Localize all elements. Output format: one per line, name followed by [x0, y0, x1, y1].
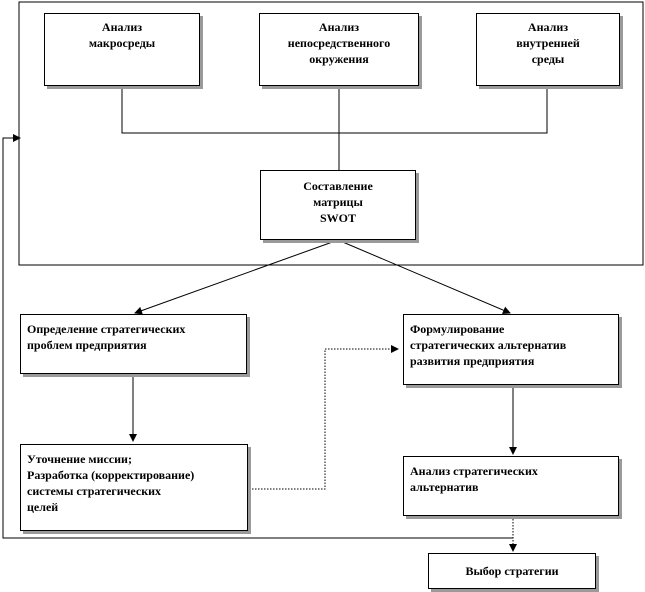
strategic-problems-label: Определение стратегических проблем предп… — [27, 322, 186, 352]
alternatives-analysis-label: Анализ стратегических альтернатив — [410, 464, 538, 494]
immediate-environment-analysis-box: Анализ непосредственного окружения — [259, 13, 419, 86]
macro-environment-analysis-label: Анализ макросреды — [88, 20, 156, 50]
swot-to-alternatives-arrow — [337, 239, 511, 314]
internal-environment-analysis-label: Анализ внутренней среды — [516, 20, 580, 66]
mission-to-alternatives-arrow — [249, 345, 399, 490]
strategic-alternatives-box: Формулирование стратегических альтернати… — [403, 314, 619, 385]
strategic-alternatives-label: Формулирование стратегических альтернати… — [410, 322, 567, 368]
macro-environment-analysis-box: Анализ макросреды — [44, 13, 200, 86]
strategic-problems-box: Определение стратегических проблем предп… — [20, 314, 247, 374]
strategy-choice-label: Выбор стратегии — [465, 564, 559, 578]
alternatives-analysis-box: Анализ стратегических альтернатив — [403, 456, 619, 516]
immediate-environment-analysis-label: Анализ непосредственного окружения — [287, 20, 391, 66]
strategy-choice-box: Выбор стратегии — [428, 553, 596, 589]
swot-matrix-box: Составление матрицы SWOT — [260, 170, 416, 240]
swot-matrix-label: Составление матрицы SWOT — [303, 179, 373, 225]
swot-to-problems-arrow — [134, 239, 339, 315]
mission-goals-box: Уточнение миссии; Разработка (корректиро… — [20, 444, 248, 531]
top-boxes-bus-connector — [121, 86, 548, 134]
analysis-stage-frame — [18, 1, 644, 266]
feedback-loop-arrow — [2, 134, 513, 539]
internal-environment-analysis-box: Анализ внутренней среды — [476, 13, 620, 86]
mission-goals-label: Уточнение миссии; Разработка (корректиро… — [27, 452, 195, 514]
